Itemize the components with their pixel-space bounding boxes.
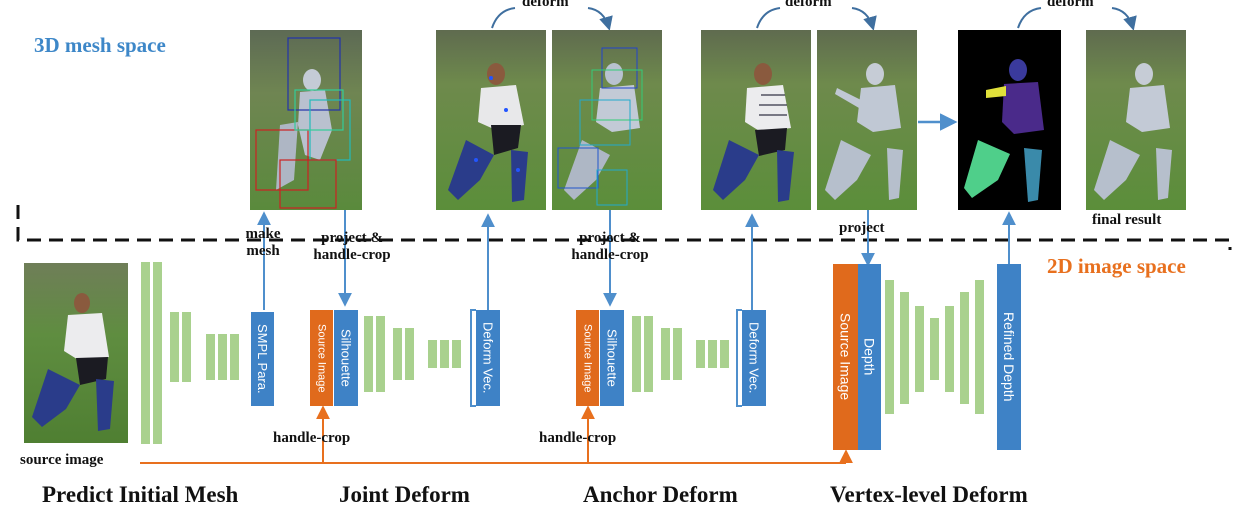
mesh-space-label: 3D mesh space [34,33,166,57]
stage-joint-title: Joint Deform [339,482,470,507]
cnn1-layer-7 [230,334,239,380]
cnn1-layer-6 [218,334,227,380]
space-divider [16,205,1232,250]
unet-layer-4 [930,318,939,380]
project-crop-2-line-1: project & [579,230,641,246]
final-result-label: final result [1092,212,1162,228]
cnn3-layer-3 [661,328,670,380]
smpl-params-box: SMPL Para. [251,312,274,406]
cnn1-layer-2 [153,262,162,444]
source-image-label: source image [20,452,104,468]
cnn2-layer-1 [364,316,373,392]
cnn2-layer-5 [428,340,437,368]
project-label-3: project [839,220,885,236]
stage-anchor-title: Anchor Deform [583,482,738,507]
cnn2-layer-3 [393,328,402,380]
image-space-label: 2D image space [1047,254,1186,278]
deform-label-1: deform [522,0,569,10]
cnn3-layer-5 [696,340,705,368]
unet-layer-3 [915,306,924,392]
bracket-2 [736,309,742,407]
anchor-bboxes-photo [552,30,662,210]
make-mesh-line-1: make [245,226,281,242]
cnn2-layer-4 [405,328,414,380]
handle-crop-label-1: handle-crop [273,430,351,446]
source-image-box-3: Source Image [833,264,858,450]
stage-predict-title: Predict Initial Mesh [42,482,239,507]
cnn3-layer-4 [673,328,682,380]
deform-vec-box-1: Deform Vec. [476,310,500,406]
make-mesh-label: make mesh [234,226,292,261]
final-result-panel [1086,30,1186,210]
source-image-box-1: Source Image [310,310,333,406]
silhouette-box-1: Silhouette [334,310,358,406]
project-crop-1-line-1: project & [321,230,383,246]
mesh-with-bboxes-panel [250,30,362,210]
project-crop-label-2: project & handle-crop [554,230,666,265]
vertex-deform-photo [701,30,811,210]
source-image-photo [24,263,128,443]
deform-vec-box-2: Deform Vec. [742,310,766,406]
cnn1-layer-3 [170,312,179,382]
stage-vertex-title: Vertex-level Deform [830,482,1028,507]
cnn3-layer-2 [644,316,653,392]
cnn1-layer-5 [206,334,215,380]
deform-curve-1 [491,7,609,28]
joint-deform-photo [436,30,546,210]
cnn3-layer-7 [720,340,729,368]
cnn1-layer-4 [182,312,191,382]
unet-layer-2 [900,292,909,404]
refined-depth-box: Refined Depth [997,264,1021,450]
cnn3-layer-1 [632,316,641,392]
unet-layer-5 [945,306,954,392]
cnn2-layer-7 [452,340,461,368]
deform-label-3: deform [1047,0,1094,10]
unet-layer-6 [960,292,969,404]
cnn2-layer-2 [376,316,385,392]
source-image-box-2: Source Image [576,310,599,406]
unet-layer-1 [885,280,894,414]
project-crop-1-line-2: handle-crop [313,247,391,264]
cnn2-layer-6 [440,340,449,368]
depth-map-panel [958,30,1061,210]
project-crop-2-line-2: handle-crop [571,247,649,264]
depth-box: Depth [858,264,881,450]
unet-layer-7 [975,280,984,414]
make-mesh-line-2: mesh [246,243,280,260]
deform-curve-2 [756,7,873,28]
bracket-1 [470,309,476,407]
mesh-render-panel [817,30,917,210]
handle-crop-label-2: handle-crop [539,430,617,446]
deform-label-2: deform [785,0,832,10]
cnn1-layer-1 [141,262,150,444]
silhouette-box-2: Silhouette [600,310,624,406]
cnn3-layer-6 [708,340,717,368]
deform-curve-3 [1017,7,1133,28]
project-crop-label-1: project & handle-crop [296,230,408,265]
